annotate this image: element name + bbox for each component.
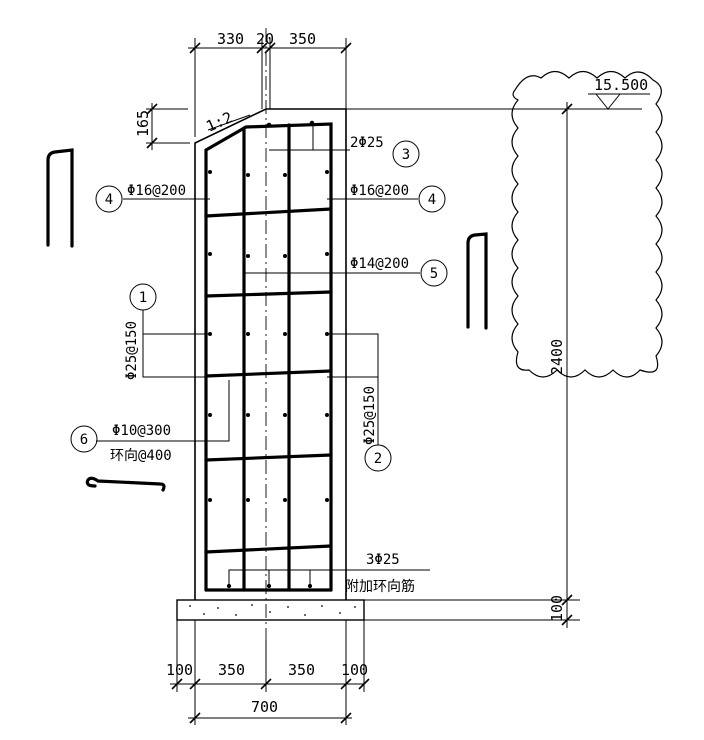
bottom-dimensions: 100 350 350 100 700 — [166, 620, 370, 725]
label-vert-right: Φ25@150 — [362, 386, 378, 445]
label-vert-left: Φ25@150 — [124, 321, 140, 380]
base-slab — [176, 599, 365, 621]
hoop-bar-shape-left — [46, 148, 74, 248]
label-top-bars: 2Φ25 — [350, 135, 384, 151]
rebar-cage — [204, 120, 333, 592]
mark-4-left: 4 — [105, 192, 113, 208]
dim-top-left: 330 — [217, 30, 244, 48]
dim-height-wall: 2400 — [548, 339, 566, 375]
revision-cloud — [511, 70, 663, 378]
mark-5-circle — [420, 259, 448, 287]
bar-detail-shapes — [46, 148, 488, 492]
dim-total-width: 700 — [251, 698, 278, 716]
wall-outline — [194, 108, 347, 601]
mark-6: 6 — [80, 432, 88, 448]
mark-2-circle — [364, 444, 392, 472]
slope-label: 1:2 — [203, 108, 235, 135]
label-tie-ring: 环向@400 — [110, 448, 172, 464]
elevation-marker: 15.500 2400 100 — [346, 70, 663, 628]
mark-3-circle — [392, 140, 420, 168]
mark-6-circle — [70, 425, 98, 453]
label-hoop-left: Φ16@200 — [127, 183, 186, 199]
elevation-value: 15.500 — [594, 76, 648, 94]
mark-3: 3 — [402, 147, 410, 163]
dim-top-mid: 20 — [256, 30, 274, 48]
mark-1: 1 — [139, 290, 147, 306]
dim-bottom-left: 350 — [218, 661, 245, 679]
label-bottom-bars: 3Φ25 — [366, 552, 400, 568]
dim-height-top: 165 — [134, 110, 152, 137]
label-hoop-right: Φ16@200 — [350, 183, 409, 199]
label-center-bars: Φ14@200 — [350, 256, 409, 272]
dim-bottom-left-edge: 100 — [166, 661, 193, 679]
hoop-bar-shape-right — [466, 232, 488, 330]
dim-top-right: 350 — [289, 30, 316, 48]
tie-bar-shape — [85, 476, 166, 492]
mark-4-right-circle — [418, 185, 446, 213]
callouts: 2Φ25 3 Φ16@200 4 Φ16@200 4 Φ14@200 5 1 Φ… — [70, 124, 448, 595]
dim-bottom-right-edge: 100 — [341, 661, 368, 679]
dim-bottom-right: 350 — [288, 661, 315, 679]
mark-1-circle — [129, 283, 157, 311]
dim-height-base: 100 — [548, 595, 566, 622]
mark-4-right: 4 — [428, 192, 436, 208]
mark-2: 2 — [374, 451, 382, 467]
mark-4-left-circle — [95, 185, 123, 213]
label-bottom-note: 附加环向筋 — [345, 578, 415, 595]
mark-5: 5 — [430, 266, 438, 282]
label-tie-spec: Φ10@300 — [112, 423, 171, 439]
